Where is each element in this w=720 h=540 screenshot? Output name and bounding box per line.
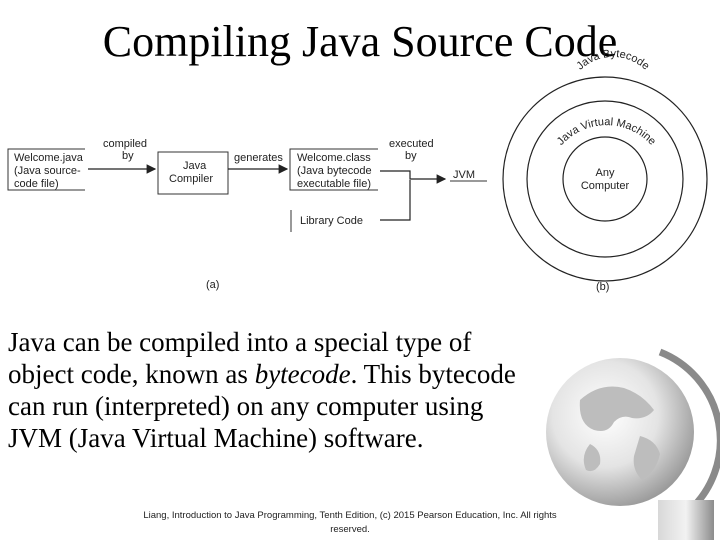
body-text-part-1: Java can be compiled into a special type… — [8, 327, 472, 389]
globe-sphere — [546, 358, 694, 506]
compilation-diagram: Welcome.java (Java source- code file) co… — [7, 48, 708, 293]
ring-inner-label-1: Any — [596, 167, 615, 179]
executed-by-label-2: by — [405, 150, 417, 162]
source-file-box: Welcome.java (Java source- code file) — [7, 148, 85, 191]
class-file-line-3: executable file) — [297, 178, 371, 190]
compiler-box: Java Compiler — [157, 151, 229, 195]
ring-inner-label-2: Computer — [581, 180, 630, 192]
compiler-line-2: Compiler — [169, 173, 213, 185]
class-file-line-1: Welcome.class — [297, 152, 371, 164]
ring-outer-label: Java Bytecode — [574, 48, 651, 72]
executed-by-label-1: executed — [389, 138, 434, 150]
concentric-rings: Java Bytecode Java Virtual Machine Any C… — [502, 48, 708, 282]
jvm-label: JVM — [453, 169, 475, 181]
source-file-line-2: (Java source- — [14, 165, 81, 177]
library-to-jvm-connector — [380, 180, 411, 221]
globe-continents — [579, 386, 660, 480]
compiled-by-label-2: by — [122, 150, 134, 162]
class-file-box: Welcome.class (Java bytecode executable … — [289, 148, 378, 191]
library-code-label: Library Code — [300, 215, 363, 227]
compiler-line-1: Java — [183, 160, 207, 172]
globe-graphic — [546, 348, 720, 540]
slide-title: Compiling Java Source Code — [102, 17, 618, 66]
class-file-line-2: (Java bytecode — [297, 165, 372, 177]
source-file-line-1: Welcome.java — [14, 152, 84, 164]
source-file-line-3: code file) — [14, 178, 59, 190]
body-text-part-2: . This bytecode can run (interpreted) on… — [8, 359, 516, 453]
bytecode-term: bytecode — [254, 359, 351, 389]
generates-label: generates — [234, 152, 283, 164]
figure-label-b: (b) — [596, 281, 609, 293]
globe-meridian-ring — [658, 348, 720, 513]
slide-footer: Liang, Introduction to Java Programming,… — [143, 510, 557, 535]
body-paragraph: Java can be compiled into a special type… — [8, 326, 528, 454]
compiled-by-label-1: compiled — [103, 138, 147, 150]
figure-label-a: (a) — [206, 279, 219, 291]
globe-stand — [658, 500, 714, 540]
ring-middle-label: Java Virtual Machine — [555, 116, 658, 148]
class-to-jvm-connector — [380, 170, 447, 184]
